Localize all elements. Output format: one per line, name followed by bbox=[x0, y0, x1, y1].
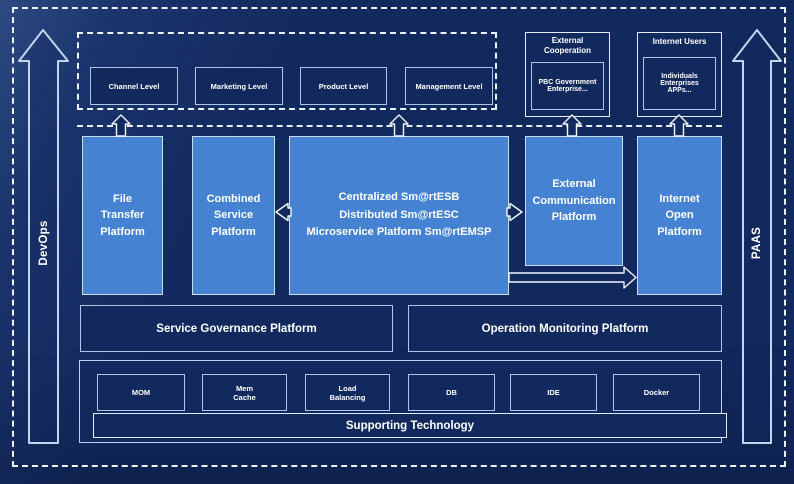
tech-box-ide: IDE bbox=[510, 374, 597, 411]
external-communication-platform-box: External Communication Platform bbox=[525, 136, 623, 266]
internet-open-platform-box: Internet Open Platform bbox=[637, 136, 722, 295]
levels-dashed-frame bbox=[77, 32, 497, 110]
devops-label: DevOps bbox=[38, 220, 50, 266]
external-cooperation-inner-box: PBC Government Enterprise... bbox=[531, 62, 604, 110]
level-box-product: Product Level bbox=[300, 67, 387, 105]
tech-box-docker: Docker bbox=[613, 374, 700, 411]
supporting-technology-label-box: Supporting Technology bbox=[93, 413, 727, 438]
combined-service-platform-box: Combined Service Platform bbox=[192, 136, 275, 295]
paas-label: PAAS bbox=[751, 226, 763, 260]
tech-box-mem-cache: Mem Cache bbox=[202, 374, 287, 411]
service-governance-platform-box: Service Governance Platform bbox=[80, 305, 393, 352]
tech-box-db: DB bbox=[408, 374, 495, 411]
outer-dashed-frame bbox=[12, 7, 786, 467]
operation-monitoring-platform-box: Operation Monitoring Platform bbox=[408, 305, 722, 352]
internet-users-inner-box: Individuals Enterprises APPs... bbox=[643, 57, 716, 110]
level-box-management: Management Level bbox=[405, 67, 493, 105]
tech-box-mom: MOM bbox=[97, 374, 185, 411]
file-transfer-platform-box: File Transfer Platform bbox=[82, 136, 163, 295]
dashed-separator-line bbox=[77, 125, 722, 127]
tech-box-load-balancing: Load Balancing bbox=[305, 374, 390, 411]
central-esb-platform-box: Centralized Sm@rtESB Distributed Sm@rtES… bbox=[289, 136, 509, 295]
level-box-marketing: Marketing Level bbox=[195, 67, 283, 105]
level-box-channel: Channel Level bbox=[90, 67, 178, 105]
